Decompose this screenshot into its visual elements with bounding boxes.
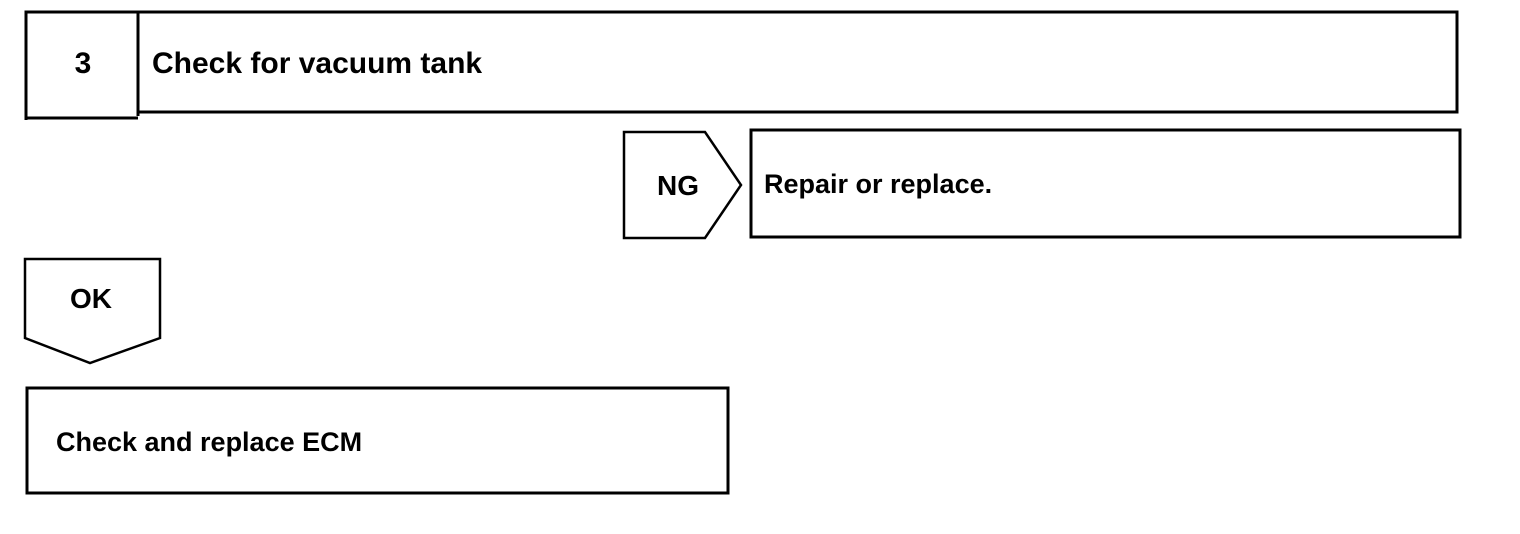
ng-arrow-tag — [622, 130, 743, 240]
ok-action-text: Check and replace ECM — [56, 427, 362, 457]
step-number: 3 — [75, 47, 92, 80]
ng-action-text: Repair or replace. — [764, 169, 992, 199]
ng-branch: NG Repair or replace. — [622, 128, 1462, 240]
ok-arrow-tag — [23, 257, 162, 365]
ok-branch: OK Check and replace ECM — [23, 257, 730, 495]
ok-action-box — [25, 386, 730, 495]
ok-label: OK — [70, 283, 112, 314]
step-header: 3 Check for vacuum tank — [24, 10, 1459, 120]
ng-action-box — [749, 128, 1462, 239]
step-title: Check for vacuum tank — [152, 47, 482, 80]
ng-label: NG — [657, 170, 699, 201]
step-header-frame — [24, 10, 1459, 120]
